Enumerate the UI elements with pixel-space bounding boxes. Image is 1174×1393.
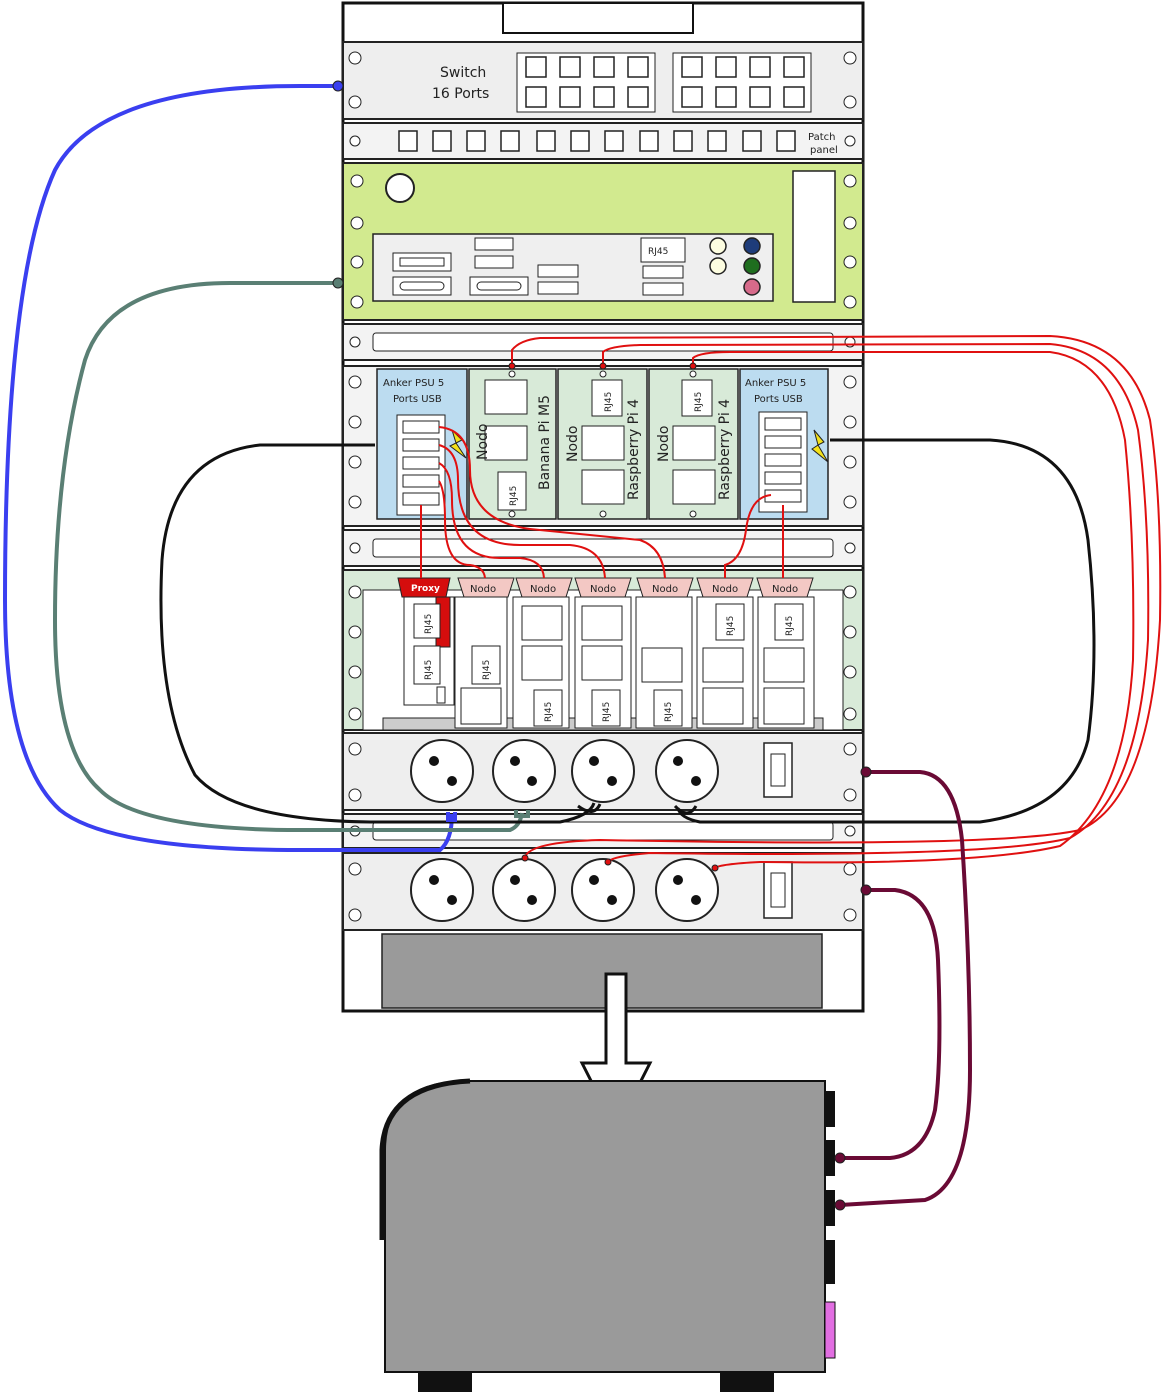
outlet-icon [571,858,635,922]
node-raspberry-pi-2: RJ45 Nodo Raspberry Pi 4 [648,368,739,520]
switch-cable [2,84,454,852]
blade-tag-6: Nodo [712,584,738,595]
psu-left-label-line2: Ports USB [393,394,442,405]
blade2-rj45: RJ45 [482,660,492,680]
blade-tag-4: Nodo [590,584,616,595]
outlet-icon [410,739,474,803]
node2-model-label: Raspberry Pi 4 [626,399,642,500]
node2-rj45-label: RJ45 [604,392,614,412]
switch-label-line1: Switch [440,65,486,81]
ups-cable-lower [840,888,942,1160]
psu-right-label-line1: Anker PSU 5 [745,378,806,389]
node-raspberry-pi-1: RJ45 Nodo Raspberry Pi 4 [557,368,648,520]
outlet-icon [492,739,556,803]
proxy-rj45-2: RJ45 [424,660,434,680]
usb-power-cables [420,334,1162,869]
blade3-rj45: RJ45 [544,702,554,722]
blade-tag-5: Nodo [652,584,678,595]
psu-right-label-line2: Ports USB [754,394,803,405]
outlet-icon [410,858,474,922]
ups-shelf [381,933,823,1009]
ups-cable-upper [839,770,973,1207]
blade-tag-proxy: Proxy [411,584,440,594]
node1-role-label: Nodo [475,424,491,461]
switch-unit: Switch 16 Ports [342,41,864,120]
outlet-icon [655,858,719,922]
blade5-rj45: RJ45 [664,702,674,722]
ups-unit [379,1078,836,1392]
server-rj45-label: RJ45 [648,247,668,257]
patch-panel-unit: Patch panel [342,122,864,160]
psu-right: Anker PSU 5 Ports USB [739,368,829,520]
server-cable [52,281,524,832]
blade7-rj45: RJ45 [785,616,795,636]
node2-role-label: Nodo [565,426,581,463]
server-unit: RJ45 [342,162,864,321]
patch-panel-label-line1: Patch [808,132,835,143]
switch-label-line2: 16 Ports [432,86,489,102]
pi-shelf-lower: RJ45 RJ45 RJ45 RJ45 RJ45 RJ45 RJ45 [342,569,864,731]
patch-panel-label-line2: panel [810,145,838,156]
node1-model-label: Banana Pi M5 [537,395,553,490]
blade6-rj45: RJ45 [726,616,736,636]
node3-role-label: Nodo [656,426,672,463]
lightning-icon [811,429,829,463]
outlet-icon [655,739,719,803]
node1-rj45-label: RJ45 [509,486,519,506]
node-banana-pi: RJ45 Nodo Banana Pi M5 [468,368,557,520]
proxy-rj45-1: RJ45 [424,614,434,634]
node3-model-label: Raspberry Pi 4 [717,399,733,500]
mains-cable-right [676,438,1096,824]
mains-cable-left [159,443,596,824]
blade-tag-7: Nodo [772,584,798,595]
outlet-icon [492,858,556,922]
power-strip-lower [342,852,864,931]
power-button-icon [385,173,415,203]
blade4-rj45: RJ45 [602,702,612,722]
outlet-icon [571,739,635,803]
psu-left: Anker PSU 5 Ports USB [376,368,468,520]
psu-left-label-line1: Anker PSU 5 [383,378,444,389]
pi-shelf-upper: Anker PSU 5 Ports USB RJ45 Nodo Banana P… [342,365,864,527]
power-strip-upper [342,732,864,811]
blade-tag-2: Nodo [470,584,496,595]
node3-rj45-label: RJ45 [694,392,704,412]
rack-top-handle [502,2,694,34]
blade-tag-3: Nodo [530,584,556,595]
